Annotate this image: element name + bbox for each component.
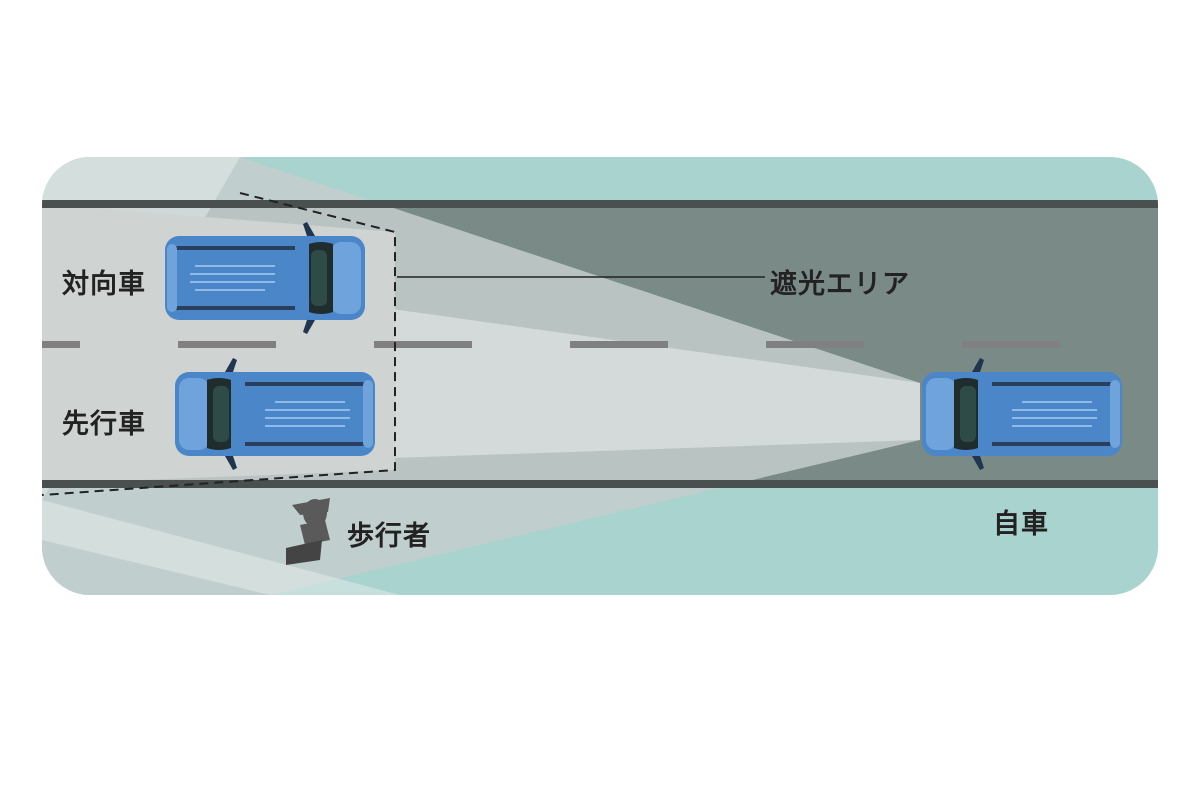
shading-area-outline bbox=[41, 192, 396, 496]
label-shading-area: 遮光エリア bbox=[770, 269, 910, 300]
pedestrian-icon bbox=[286, 498, 330, 565]
own-car bbox=[921, 357, 1123, 471]
lane-markings bbox=[42, 341, 1060, 348]
preceding-car bbox=[174, 357, 376, 471]
oncoming-car bbox=[164, 221, 366, 335]
label-own-vehicle: 自車 bbox=[993, 509, 1049, 540]
road-edge-bottom bbox=[42, 480, 1158, 488]
label-preceding-vehicle: 先行車 bbox=[62, 409, 146, 440]
label-oncoming-vehicle: 対向車 bbox=[62, 269, 146, 300]
label-pedestrian: 歩行者 bbox=[347, 521, 431, 552]
road-edge-top bbox=[42, 200, 1158, 208]
